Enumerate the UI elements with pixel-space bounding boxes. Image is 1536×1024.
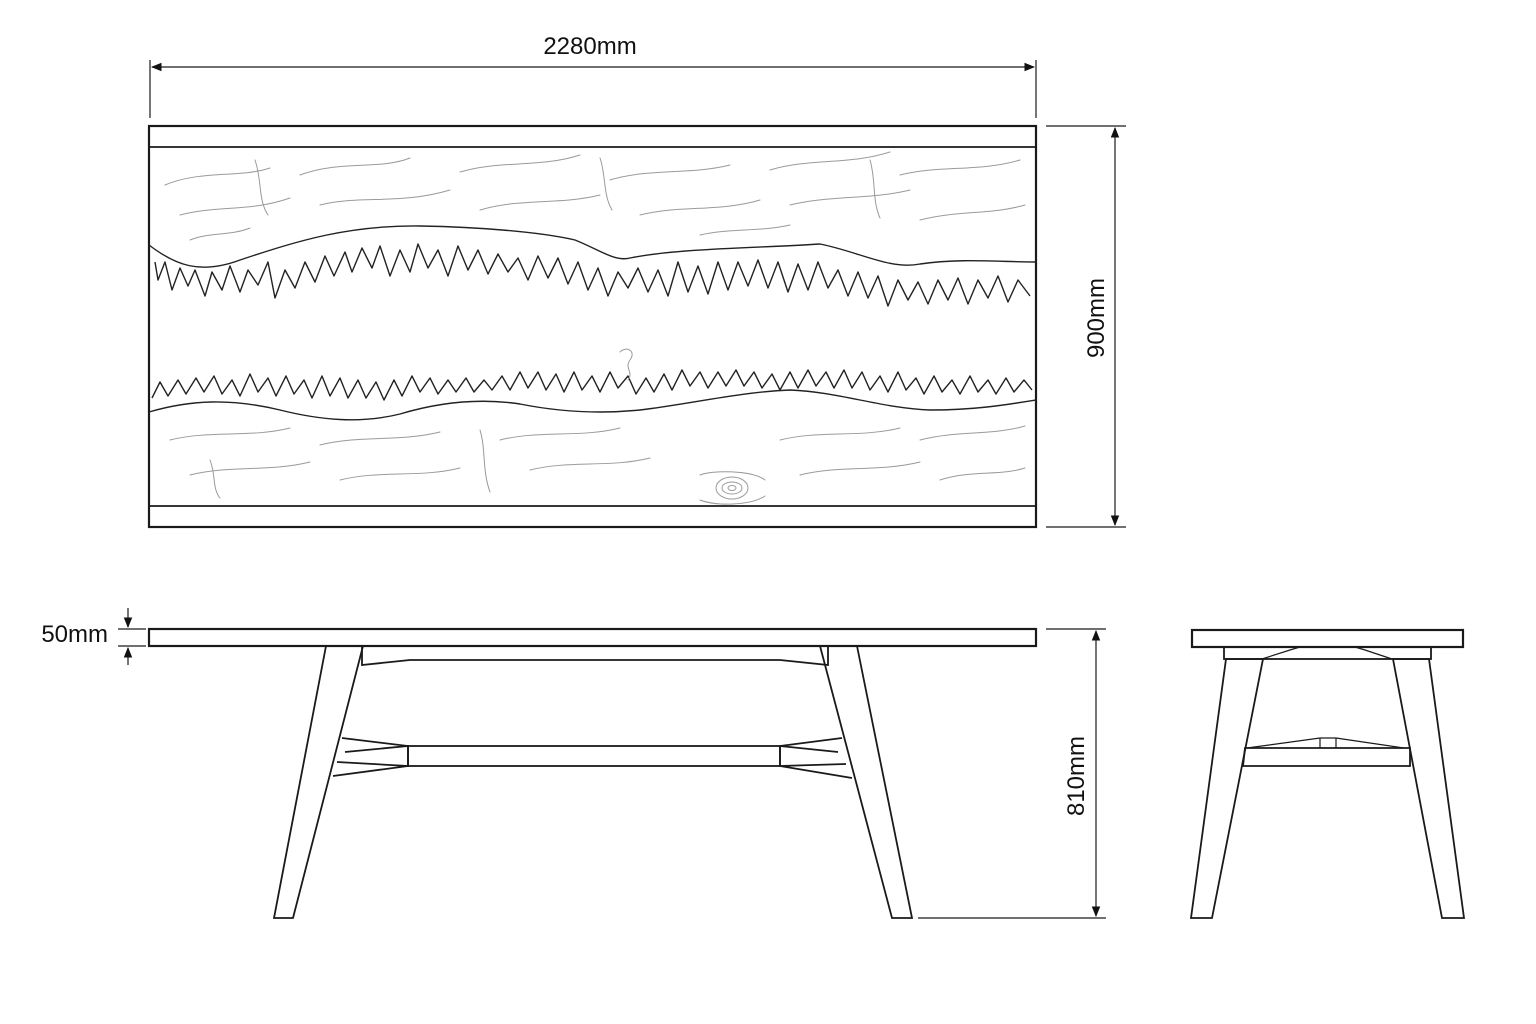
apron: [361, 646, 829, 666]
wood-grain: [164, 151, 1026, 505]
side-stretcher: [1241, 747, 1411, 767]
tabletop-side: [147, 627, 1038, 648]
stretcher-brace-left: [332, 737, 409, 777]
side-right-leg: [1391, 658, 1466, 919]
width-label: 900mm: [1083, 278, 1110, 358]
side-left-leg: [1189, 658, 1265, 919]
front-right-leg: [818, 645, 914, 919]
river-edge-top: [148, 225, 1037, 268]
side-tabletop: [1190, 628, 1465, 649]
tabletop-outline: [147, 124, 1038, 529]
river-edge-bottom: [148, 389, 1037, 421]
thickness-dimension: 50mm: [41, 608, 146, 665]
river-fringe-bottom: [151, 369, 1033, 401]
wood-knot: [715, 476, 749, 500]
stretcher: [407, 745, 781, 767]
length-dimension: 2280mm: [149, 33, 1037, 118]
width-dimension: 900mm: [1046, 125, 1126, 528]
top-view: 2280mm 900mm: [147, 33, 1126, 529]
stretcher-brace-right: [779, 737, 853, 779]
side-view: [1189, 628, 1466, 919]
thickness-label: 50mm: [41, 621, 108, 648]
height-dimension: 810mm: [918, 628, 1106, 919]
length-label: 2280mm: [543, 33, 636, 60]
front-left-leg: [272, 645, 365, 919]
height-label: 810mm: [1063, 736, 1090, 816]
river-fringe-top: [154, 243, 1031, 307]
front-view: 50mm 810mm: [41, 608, 1106, 919]
side-apron: [1223, 646, 1432, 660]
